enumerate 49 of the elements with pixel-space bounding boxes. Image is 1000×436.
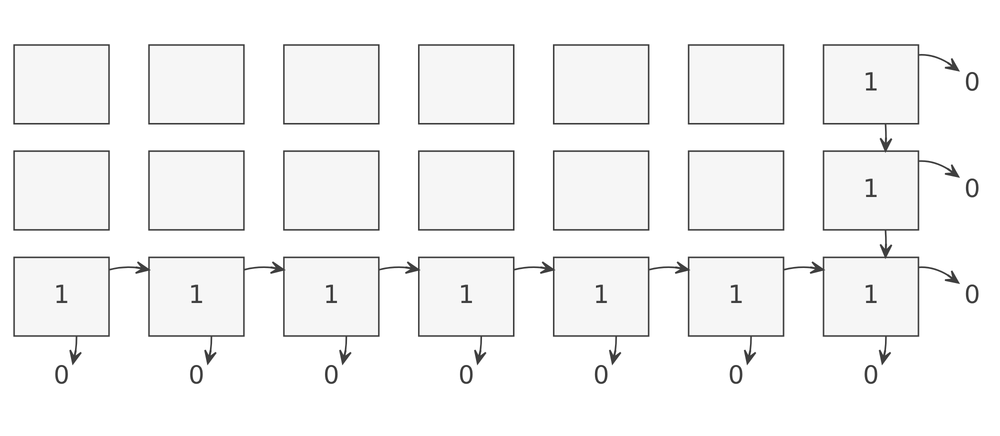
arrow: [880, 124, 892, 152]
node-box: [688, 44, 784, 124]
node-box: [283, 44, 380, 124]
arrow: [474, 336, 487, 364]
node-box: 1: [822, 150, 920, 231]
arrow: [204, 336, 217, 364]
node-box: 1: [822, 256, 920, 337]
node-text: 0: [323, 360, 340, 390]
node-box: [13, 44, 110, 124]
node-text: 0: [593, 360, 610, 390]
arrow: [878, 336, 892, 364]
node-box: 1: [822, 44, 920, 124]
arrow: [69, 336, 82, 364]
node-text: 0: [54, 360, 70, 390]
node-text: 0: [964, 68, 980, 97]
arrow: [918, 266, 960, 284]
arrow: [379, 261, 420, 274]
arrow: [918, 54, 960, 72]
arrow: [648, 261, 690, 274]
node-text: 0: [964, 174, 980, 203]
node-box: [688, 150, 784, 231]
node-box: [418, 44, 514, 124]
node-text: 0: [863, 360, 879, 390]
node-box: 1: [688, 256, 784, 337]
node-box: [148, 150, 245, 231]
node-box: [148, 44, 245, 124]
arrow: [784, 261, 824, 274]
arrow: [608, 336, 622, 364]
arrow: [744, 336, 756, 364]
node-box: [13, 150, 110, 231]
arrow: [109, 261, 150, 274]
arrow: [339, 336, 352, 364]
node-box: 1: [148, 256, 245, 337]
arrow: [880, 230, 892, 258]
node-box: [418, 150, 514, 231]
arrow: [918, 160, 960, 178]
node-box: 1: [552, 256, 650, 337]
node-box: 1: [418, 256, 514, 337]
node-text: 0: [458, 360, 474, 390]
node-box: [283, 150, 380, 231]
node-box: [552, 44, 650, 124]
node-text: 0: [188, 360, 204, 390]
node-box: [552, 150, 650, 231]
node-text: 0: [964, 280, 980, 309]
node-box: 1: [13, 256, 110, 337]
node-text: 0: [728, 360, 744, 390]
node-box: 1: [283, 256, 380, 337]
arrow: [514, 261, 554, 274]
arrow: [244, 261, 285, 274]
